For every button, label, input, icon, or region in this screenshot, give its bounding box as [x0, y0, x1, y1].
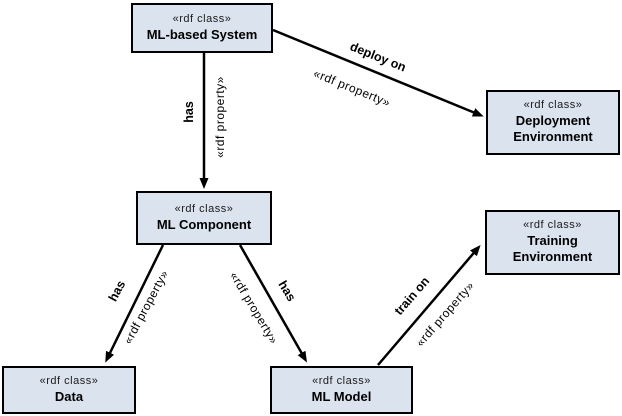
node-title: ML Component [156, 216, 252, 232]
edge-label-has: has [182, 101, 196, 123]
node-title: ML Model [311, 388, 372, 404]
node-title: Training Environment [512, 233, 593, 265]
node-ml-component: «rdf class» ML Component [136, 191, 272, 245]
edge-model-train-on-training-line [377, 244, 481, 366]
node-deployment-environment: «rdf class» Deployment Environment [486, 90, 620, 155]
node-ml-model: «rdf class» ML Model [270, 366, 413, 414]
node-training-environment: «rdf class» Training Environment [485, 210, 620, 275]
edge-component-has-model-line [238, 244, 307, 363]
node-stereotype: «rdf class» [312, 375, 371, 387]
node-title: Data [54, 388, 84, 404]
node-stereotype: «rdf class» [39, 375, 99, 387]
edge-system-deploy-on-deployment-line [272, 28, 484, 117]
node-data: «rdf class» Data [2, 366, 136, 414]
edge-component-has-data-line [105, 244, 165, 363]
node-stereotype: «rdf class» [523, 219, 582, 232]
edge-stereotype: «rdf property» [213, 76, 227, 158]
node-stereotype: «rdf class» [174, 203, 234, 215]
node-title: ML-based System [146, 26, 258, 42]
node-ml-based-system: «rdf class» ML-based System [131, 3, 273, 53]
node-stereotype: «rdf class» [523, 99, 583, 112]
node-title: Deployment Environment [513, 113, 593, 145]
node-stereotype: «rdf class» [172, 13, 232, 25]
